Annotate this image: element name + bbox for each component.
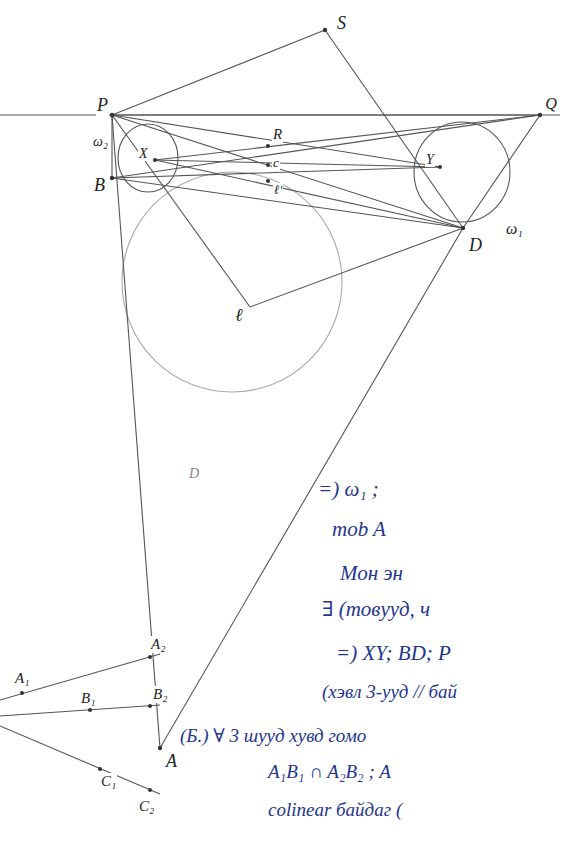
point-label: ℓ' [273,183,283,197]
ray-b [0,705,160,716]
line-xq [155,115,540,160]
note-text: ∃ (товууд, ч [322,598,430,621]
line-pq [0,114,560,115]
point [461,226,465,230]
point-label: Q [544,96,558,114]
line-bd [112,178,463,228]
point [538,113,542,117]
point [438,165,442,169]
line-ad [160,228,463,748]
point [110,113,114,117]
point-label: C₁ [100,773,117,790]
point [148,788,152,792]
note-text: (хэвл 3-ууд // бай [322,682,457,703]
point [20,691,24,695]
line-pb [111,115,112,178]
line-pa [112,115,160,748]
ray-c [0,726,160,794]
line-ps [112,30,325,115]
circle-omega2 [118,124,178,192]
note-text: =) XY; BD; P [336,642,451,665]
point-label: B₁ [80,690,96,707]
point [98,767,102,771]
point-label: D [188,466,200,481]
point-label: B [93,176,106,196]
point-label: c [272,156,280,170]
point [153,158,157,162]
note-text: =) ω₁ ; [318,478,379,501]
line-pd [112,115,463,228]
line-qd [463,115,540,228]
point [148,704,152,708]
point [148,655,152,659]
point [110,176,114,180]
point [323,28,327,32]
point-label: P [96,96,109,116]
point-label: D [468,236,483,256]
point [266,144,270,148]
point-label: ℓ [234,306,244,326]
circle-omega1 [414,122,510,222]
point-label: ω₁ [505,220,524,238]
point-label: A₂ [150,636,166,653]
point [158,746,162,750]
point-label: X [138,146,149,161]
note-text: colinear байдаг ( [268,800,402,821]
point-label: A [165,752,178,772]
line-xd [155,160,463,228]
line-pl [112,115,250,307]
line-pq2 [112,114,540,115]
point-label: ω₂ [92,134,109,149]
note-text: mob A [332,518,386,541]
point [266,179,270,183]
point-label: S [336,14,347,34]
line-ld [250,228,463,307]
point [266,163,270,167]
note-text: A₁B₁ ∩ A₂B₂ ; A [268,762,391,783]
point-label: B₂ [152,686,168,703]
point [88,708,92,712]
note-text: (Б.) ∀ 3 шууд хувд гомо [180,726,366,747]
point-label: R [272,126,283,143]
line-xy [155,160,440,167]
point-label: C₂ [138,798,155,815]
note-text: Мон эн [340,562,403,585]
point-label: A₁ [14,670,30,687]
point-label: Y [425,152,435,167]
